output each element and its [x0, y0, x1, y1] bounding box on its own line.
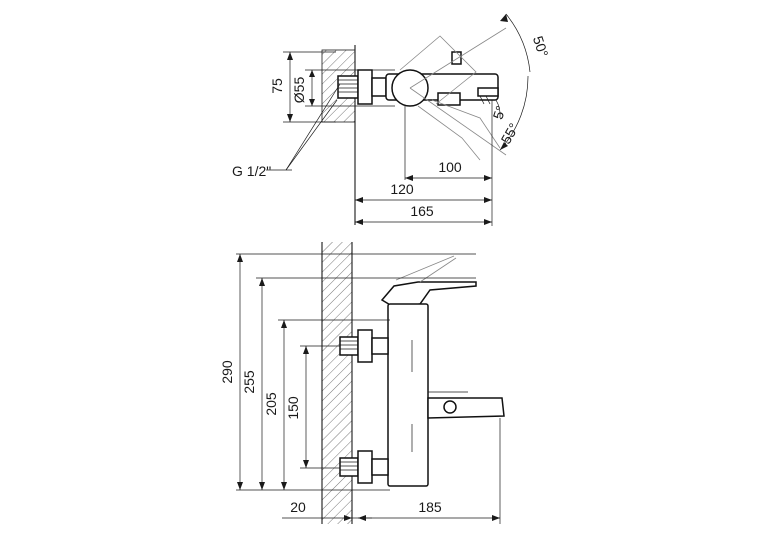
front-wall-hatch	[322, 242, 352, 524]
top-view: 75 Ø55 G 1/2" 100 120 165	[232, 13, 552, 226]
dim-100-label: 100	[438, 159, 462, 175]
front-lever	[427, 391, 505, 419]
angle-55-label: 55°	[497, 120, 521, 146]
thread-callout: G 1/2"	[232, 83, 341, 179]
dim-185-label: 185	[418, 499, 442, 515]
dim-290-label: 290	[219, 360, 235, 384]
top-mixer-body	[385, 51, 499, 107]
dim-20-label: 20	[290, 499, 306, 515]
front-spout	[380, 255, 477, 307]
dim-diameter-55-label: Ø55	[291, 77, 307, 104]
angle-5-label: 5°	[490, 104, 509, 122]
front-view: 290 255 205 150 20 185	[219, 242, 505, 524]
angle-50-label: 50°	[530, 34, 552, 59]
thread-label: G 1/2"	[232, 163, 271, 179]
dim-255-label: 255	[241, 370, 257, 394]
dim-205-label: 205	[263, 392, 279, 416]
dim-75-label: 75	[269, 78, 285, 94]
front-lower-connector	[339, 450, 389, 484]
top-spout-swing-ghost	[399, 27, 507, 161]
dim-120-label: 120	[390, 181, 414, 197]
front-body-column	[387, 303, 429, 487]
dim-150-label: 150	[285, 396, 301, 420]
dim-165-label: 165	[410, 203, 434, 219]
